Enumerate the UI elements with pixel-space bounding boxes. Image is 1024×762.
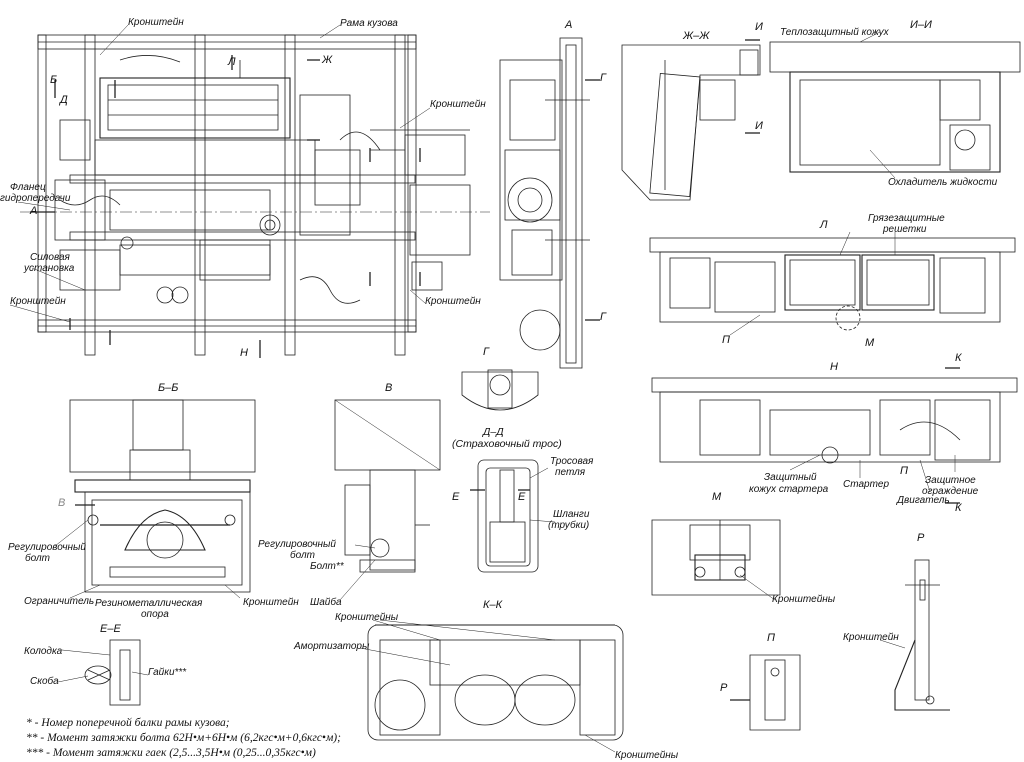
- label-grilles: Грязезащитные: [868, 213, 945, 224]
- label-brackets-kk-bottom: Кронштейны: [615, 750, 679, 761]
- view-v: [334, 399, 441, 601]
- footnotes: * - Номер поперечной балки рамы кузова; …: [26, 716, 341, 761]
- view-a-g-bottom: Г: [600, 311, 606, 323]
- label-adj-bolt-v-2: болт: [290, 550, 315, 561]
- label-brackets-m: Кронштейны: [772, 594, 836, 605]
- label-cable-loop-2: петля: [555, 467, 586, 478]
- label-washer: Шайба: [310, 597, 342, 608]
- section-kk-title: К–К: [483, 599, 503, 611]
- section-dd-e-left: Е: [452, 491, 460, 503]
- main-plan-view: [9, 24, 490, 358]
- label-brackets-kk: Кронштейны: [335, 612, 399, 623]
- label-bracket-top: Кронштейн: [128, 17, 184, 28]
- label-nuts: Гайки***: [148, 667, 187, 678]
- label-starter: Стартер: [843, 479, 890, 490]
- view-a: [499, 37, 600, 369]
- view-n-k-bottom: К: [955, 502, 962, 514]
- label-hoses-2: (трубки): [548, 520, 590, 531]
- label-rubber-mount-2: опора: [141, 609, 169, 620]
- view-r: [879, 559, 950, 711]
- section-d-d: [470, 459, 556, 573]
- label-bracket-left: Кронштейн: [10, 296, 66, 307]
- view-l: [649, 231, 1016, 336]
- label-power-unit-2: установка: [24, 263, 75, 274]
- label-dampers: Амортизаторы: [294, 641, 370, 652]
- label-rubber-mount: Резинометаллическая: [95, 598, 203, 609]
- label-heat-shield: Теплозащитный кожух: [780, 27, 889, 38]
- section-ee-title: Е–Е: [100, 623, 121, 635]
- label-hoses: Шланги: [553, 509, 590, 520]
- view-zh-zh: [621, 39, 761, 201]
- label-starter-cover-2: кожух стартера: [749, 484, 829, 495]
- label-bolt: Болт**: [310, 561, 344, 572]
- view-n-p: П: [900, 465, 908, 477]
- view-zh-title: Ж–Ж: [683, 30, 710, 42]
- cut-label-b: Б: [50, 74, 58, 86]
- view-p-r: Р: [720, 682, 728, 694]
- view-m: [651, 519, 781, 601]
- label-pad: Колодка: [24, 646, 63, 657]
- label-body-frame: Рама кузова: [340, 18, 398, 29]
- view-l-p: П: [722, 334, 730, 346]
- section-k-k: [359, 619, 624, 753]
- label-bracket-bb: Кронштейн: [243, 597, 299, 608]
- label-grilles-2: решетки: [883, 224, 927, 235]
- label-starter-cover: Защитный: [764, 472, 817, 483]
- label-bracket-low: Кронштейн: [425, 296, 481, 307]
- view-i-i: [769, 31, 1021, 179]
- label-adj-bolt-bb-2: болт: [25, 553, 50, 564]
- section-dd-title: Д–Д: [483, 426, 504, 438]
- label-engine: Двигатель: [897, 495, 950, 506]
- cut-label-n: Н: [240, 347, 248, 359]
- view-n-k-top: К: [955, 352, 962, 364]
- view-g-title: Г: [483, 346, 489, 358]
- cut-label-zh: Ж: [322, 54, 333, 66]
- section-bb-title: Б–Б: [158, 382, 179, 394]
- section-dd-subtitle: (Страховочный трос): [452, 438, 562, 450]
- footnote-2: ** - Момент затяжки болта 62Н•м+6Н•м (6,…: [26, 732, 341, 744]
- section-dd-e-right: Е: [518, 491, 526, 503]
- view-ii-title: И–И: [910, 19, 932, 31]
- view-n-title: Н: [830, 361, 838, 373]
- view-l-m: М: [865, 337, 875, 349]
- view-l-title: Л: [820, 219, 828, 231]
- label-bracket-mid: Кронштейн: [430, 99, 486, 110]
- section-bb-v: В: [58, 497, 66, 509]
- view-p-title: П: [767, 632, 775, 644]
- view-a-g-top: Г: [600, 72, 606, 84]
- label-limiter: Ограничитель: [24, 596, 95, 607]
- label-adj-bolt-v: Регулировочный: [258, 539, 336, 550]
- label-bracket-r: Кронштейн: [843, 632, 899, 643]
- label-guard-2: ограждение: [922, 486, 979, 497]
- view-a-title: А: [565, 19, 573, 31]
- label-power-unit: Силовая: [30, 252, 70, 263]
- cut-label-d: Д: [60, 94, 68, 106]
- label-flange: Фланец: [10, 182, 46, 193]
- cut-label-l: Л: [228, 56, 236, 68]
- view-zh-i-bottom: И: [755, 120, 763, 132]
- cut-label-a: А: [30, 205, 38, 217]
- label-adj-bolt-bb: Регулировочный: [8, 542, 86, 553]
- label-guard: Защитное: [925, 475, 976, 486]
- section-b-b: [54, 399, 256, 599]
- view-zh-i-top: И: [755, 21, 763, 33]
- view-n: [651, 367, 1018, 504]
- label-clamp: Скоба: [30, 676, 59, 687]
- view-p: [730, 654, 801, 731]
- view-r-title: Р: [917, 532, 925, 544]
- view-v-title: В: [385, 382, 393, 394]
- footnote-1: * - Номер поперечной балки рамы кузова;: [26, 717, 230, 729]
- view-m-title: М: [712, 491, 722, 503]
- footnote-3: *** - Момент затяжки гаек (2,5...3,5Н•м …: [26, 747, 316, 759]
- label-cable-loop: Тросовая: [550, 456, 594, 467]
- section-e-e: [57, 639, 149, 706]
- label-flange-2: гидропередачи: [0, 193, 71, 204]
- label-cooler: Охладитель жидкости: [888, 177, 998, 188]
- view-g: [461, 369, 539, 411]
